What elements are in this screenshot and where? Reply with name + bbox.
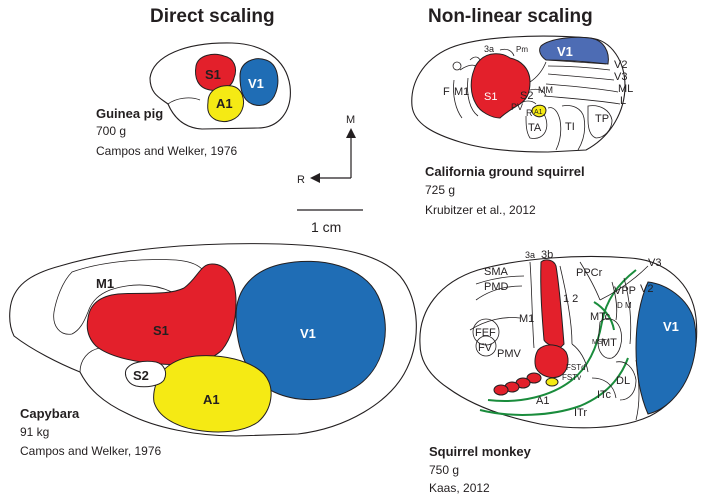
gs-a1-label: A1 xyxy=(534,109,543,116)
gs-3a-label: 3a xyxy=(484,44,494,54)
guinea-pig-v1-label: V1 xyxy=(248,76,264,91)
ground-squirrel-brain: 3a Pm V1 V2 V3 ML L F M1 S1 S2 MM PV R A… xyxy=(411,35,633,153)
heading-direct-scaling: Direct scaling xyxy=(150,6,275,27)
scale-bar: 1 cm xyxy=(297,209,363,235)
squirrel-monkey-mass: 750 g xyxy=(429,463,459,477)
guinea-pig-a1-area xyxy=(207,85,245,123)
sm-a1-label: A1 xyxy=(536,395,549,407)
gs-pm-label: Pm xyxy=(516,45,528,54)
guinea-pig-v1-area xyxy=(239,58,279,106)
squirrel-monkey-name: Squirrel monkey xyxy=(429,444,532,459)
sm-fstd-label: FSTd xyxy=(566,363,586,372)
gs-v2-label: V2 xyxy=(614,59,627,71)
gs-s2-label: S2 xyxy=(520,90,533,102)
orientation-axes: M R xyxy=(297,114,356,186)
sm-m1-label: M1 xyxy=(519,313,534,325)
ground-squirrel-v1-area xyxy=(539,36,609,65)
guinea-pig-brain: S1 V1 A1 xyxy=(149,42,291,130)
squirrel-monkey-3b-blob-4 xyxy=(493,384,509,396)
gs-f-label: F xyxy=(443,86,450,98)
guinea-pig-a1-label: A1 xyxy=(216,96,233,111)
ground-squirrel-name: California ground squirrel xyxy=(425,164,585,179)
gs-tp-label: TP xyxy=(595,113,609,125)
gs-v1-label: V1 xyxy=(557,44,573,59)
capybara-mass: 91 kg xyxy=(20,425,49,439)
axis-medial-label: M xyxy=(346,114,355,126)
heading-nonlinear-scaling: Non-linear scaling xyxy=(428,6,593,27)
sm-v2-label: V2 xyxy=(640,283,653,295)
gs-ti-label: TI xyxy=(565,121,575,133)
gs-ta-label: TA xyxy=(528,122,542,134)
squirrel-monkey-3b-blob-1 xyxy=(526,372,542,384)
squirrel-monkey-3b-area xyxy=(540,259,565,349)
squirrel-monkey-a1-area xyxy=(545,377,559,387)
sm-itc-label: ITc xyxy=(597,389,612,401)
guinea-pig-mass: 700 g xyxy=(96,124,126,138)
sm-pmd-label: PMD xyxy=(484,281,509,293)
gs-s1-label: S1 xyxy=(484,91,497,103)
sm-12-label: 1 2 xyxy=(563,293,578,305)
sm-itr-label: ITr xyxy=(574,407,587,419)
capybara-brain: M1 S1 V1 S2 A1 xyxy=(9,243,417,437)
sm-vpp-label: VPP xyxy=(614,285,636,297)
gs-l-label: L xyxy=(620,95,626,107)
sm-fv-label: FV xyxy=(478,342,493,354)
capybara-s1-label: S1 xyxy=(153,323,169,338)
capybara-v1-label: V1 xyxy=(300,326,316,341)
sm-mst-label: MST xyxy=(592,339,608,346)
sm-v1-label: V1 xyxy=(663,319,679,334)
sm-fef-label: FEF xyxy=(475,327,496,339)
sm-pmv-label: PMV xyxy=(497,348,522,360)
capybara-a1-label: A1 xyxy=(203,392,220,407)
gs-pv-label: PV xyxy=(511,102,523,112)
gs-mm-label: MM xyxy=(538,85,553,95)
guinea-pig-s1-label: S1 xyxy=(205,67,221,82)
sm-3b-label: 3b xyxy=(541,249,553,261)
scale-bar-label: 1 cm xyxy=(311,219,341,235)
capybara-s1-area xyxy=(86,263,237,365)
sm-fstv-label: FSTv xyxy=(562,373,581,382)
squirrel-monkey-v1-area xyxy=(635,281,697,415)
sm-sma-label: SMA xyxy=(484,266,509,278)
ground-squirrel-s1-area xyxy=(470,53,531,119)
sm-dl-label: DL xyxy=(616,375,630,387)
squirrel-monkey-brain: 3a 3b 1 2 SMA PMD M1 FEF FV PMV PPCr VPP… xyxy=(419,249,698,429)
guinea-pig-s1-area xyxy=(195,53,237,91)
gs-r-label: R xyxy=(526,108,533,118)
ground-squirrel-a1-area xyxy=(531,104,547,118)
sm-ppcr-label: PPCr xyxy=(576,267,603,279)
ground-squirrel-mass: 725 g xyxy=(425,183,455,197)
capybara-s2-label: S2 xyxy=(133,368,149,383)
capybara-s2-area xyxy=(125,360,167,388)
gs-v3-label: V3 xyxy=(614,71,627,83)
capybara-m1-label: M1 xyxy=(96,276,114,291)
sm-3a-label: 3a xyxy=(525,250,535,260)
axis-rostral-label: R xyxy=(297,174,305,186)
capybara-reference: Campos and Welker, 1976 xyxy=(20,444,162,458)
capybara-name: Capybara xyxy=(20,406,80,421)
ground-squirrel-reference: Krubitzer et al., 2012 xyxy=(425,203,536,217)
sm-mt-label: MT xyxy=(601,337,617,349)
gs-ml-label: ML xyxy=(618,83,633,95)
sm-dm-label: D M xyxy=(617,301,632,310)
squirrel-monkey-reference: Kaas, 2012 xyxy=(429,481,490,495)
squirrel-monkey-hand-area xyxy=(534,344,569,379)
guinea-pig-name: Guinea pig xyxy=(96,106,163,121)
gs-m1-label: M1 xyxy=(454,86,469,98)
sm-mtc-label: MTc xyxy=(590,311,611,323)
sm-v3-label: V3 xyxy=(648,257,661,269)
capybara-a1-area xyxy=(153,355,272,433)
guinea-pig-reference: Campos and Welker, 1976 xyxy=(96,144,238,158)
